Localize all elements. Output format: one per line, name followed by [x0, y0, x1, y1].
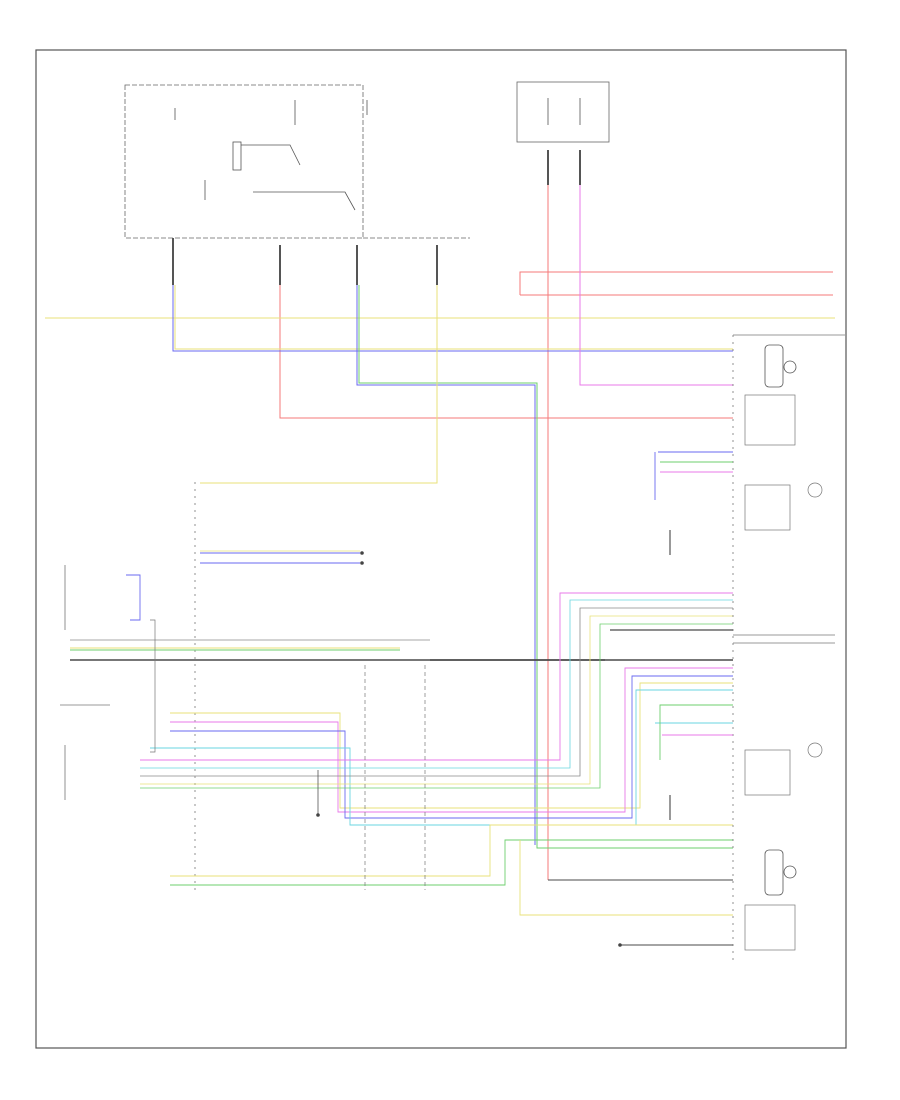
wire-green-4: [170, 839, 733, 886]
module-top-right: [516, 81, 610, 143]
wire-green-3: [140, 623, 733, 789]
actuator-box-upper: [744, 484, 791, 531]
relay-switch: [241, 144, 301, 166]
wire-pink-3: [140, 592, 733, 761]
wire-yellow-6: [140, 615, 733, 785]
wire-grey-2: [140, 607, 733, 777]
lamp-bulb-upper: [783, 360, 797, 374]
wire-green-1: [358, 285, 733, 849]
wire-blue-2: [356, 285, 536, 845]
motor-symbol-upper: [807, 482, 823, 498]
module-top-left: [124, 84, 364, 239]
lamp-socket-upper: [764, 344, 784, 388]
ground-symbols: [316, 551, 622, 947]
wire-green-6: [659, 704, 733, 760]
module-line-b: [253, 191, 356, 211]
wire-yellow-8: [519, 840, 733, 916]
switch-box-upper: [744, 394, 796, 446]
wire-red-1: [279, 285, 733, 419]
diagram-border: [35, 49, 847, 1049]
wire-yellow-7: [170, 824, 733, 877]
switch-box-lower: [744, 904, 796, 951]
wire-cyan-2: [140, 599, 733, 769]
wire-yellow-1: [174, 285, 733, 350]
wire-cyan-1: [150, 689, 733, 826]
relay-coil: [232, 141, 242, 171]
wire-blue-left-loop: [126, 574, 141, 621]
wire-pink-2: [170, 667, 733, 813]
wire-blue-5: [170, 675, 733, 819]
wire-pink-1: [579, 185, 733, 386]
wire-red-3: [519, 271, 833, 295]
lamp-socket-lower: [764, 849, 784, 896]
top-connectors: [172, 150, 581, 285]
motor-symbol-lower: [807, 742, 823, 758]
wire-blue-1: [172, 285, 733, 352]
wire-yellow-5: [170, 682, 733, 809]
actuator-box-lower: [744, 749, 791, 796]
wire-yellow-2: [200, 285, 438, 484]
lamp-bulb-lower: [783, 865, 797, 879]
wire-grey-loop: [150, 619, 156, 753]
